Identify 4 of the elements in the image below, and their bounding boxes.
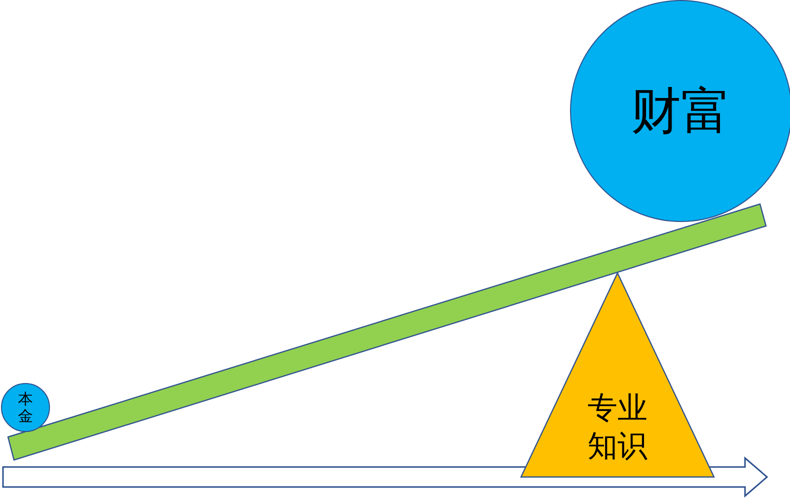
node-label: 专业知识 (586, 390, 648, 465)
circle-node (1, 383, 50, 432)
node-label: 本金 (18, 391, 33, 424)
node-label: 财富 (631, 81, 731, 141)
